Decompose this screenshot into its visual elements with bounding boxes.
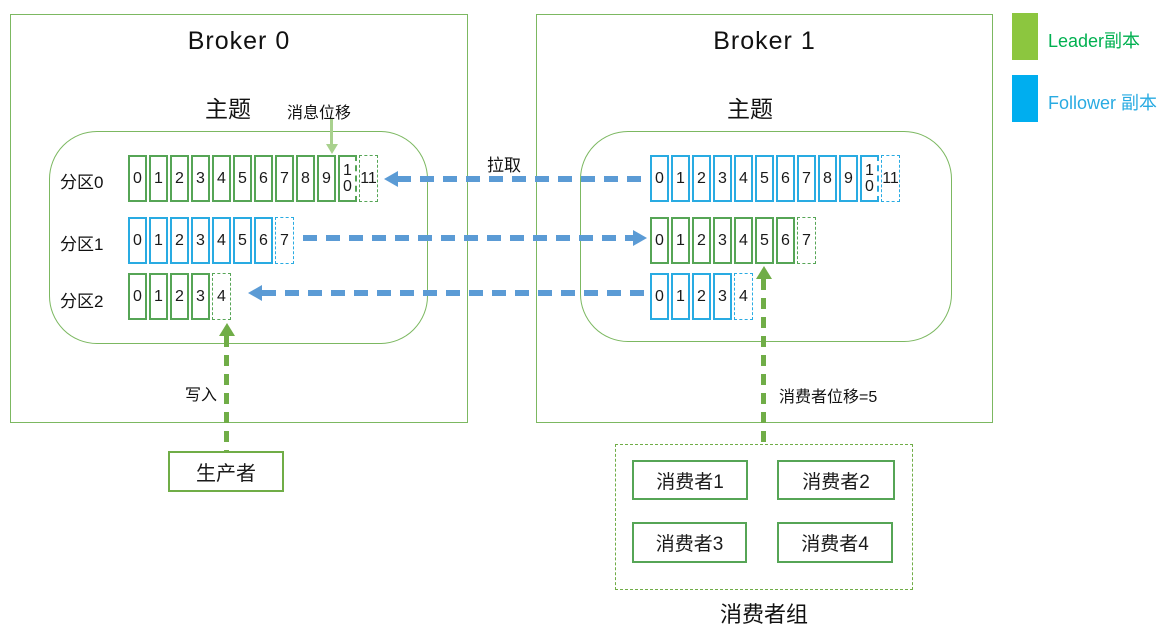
broker0-partition2-label: 分区2 — [60, 292, 104, 311]
offset-cell: 6 — [254, 155, 273, 202]
producer-label: 生产者 — [196, 463, 256, 485]
offset-cell: 1 — [671, 273, 690, 320]
message-offset-arrow-line — [330, 119, 333, 145]
write-arrow-head — [219, 323, 235, 336]
offset-cell: 5 — [233, 217, 252, 264]
offset-cell: 9 — [839, 155, 858, 202]
offset-cell: 1 — [149, 217, 168, 264]
offset-cell: 3 — [713, 155, 732, 202]
offset-cell: 5 — [755, 217, 774, 264]
offset-cell: 2 — [170, 273, 189, 320]
broker0-topic-label: 主题 — [205, 96, 251, 122]
broker1-topic-label: 主题 — [727, 96, 773, 122]
offset-cell: 4 — [734, 273, 753, 320]
offset-cell: 11 — [881, 155, 900, 202]
pull-arrow-partition2-line — [262, 290, 645, 296]
offset-cell: 9 — [317, 155, 336, 202]
offset-cell: 7 — [275, 155, 294, 202]
offset-cell: 4 — [212, 155, 231, 202]
pull-arrow-partition0-head — [384, 171, 398, 187]
offset-cell: 1 — [671, 217, 690, 264]
offset-cell: 2 — [170, 217, 189, 264]
consumer1-box: 消费者1 — [632, 460, 748, 500]
offset-cell: 0 — [128, 155, 147, 202]
offset-cell: 0 — [128, 217, 147, 264]
broker0-title: Broker 0 — [187, 27, 291, 55]
pull-arrow-partition1-head — [633, 230, 647, 246]
offset-cell: 4 — [734, 217, 753, 264]
offset-cell: 2 — [692, 273, 711, 320]
broker0-partition1-label: 分区1 — [60, 235, 104, 254]
offset-cell: 8 — [818, 155, 837, 202]
broker1-title: Broker 1 — [713, 27, 816, 55]
offset-cell: 3 — [713, 273, 732, 320]
offset-cell: 7 — [797, 155, 816, 202]
write-arrow-line — [224, 336, 229, 451]
offset-cell: 0 — [128, 273, 147, 320]
offset-cell: 10 — [338, 155, 357, 202]
offset-cell: 5 — [755, 155, 774, 202]
legend-follower-swatch — [1012, 75, 1038, 122]
legend-leader-swatch — [1012, 13, 1038, 60]
offset-cell: 8 — [296, 155, 315, 202]
write-label: 写入 — [185, 387, 218, 404]
offset-cell: 6 — [254, 217, 273, 264]
consumer2-box: 消费者2 — [777, 460, 895, 500]
pull-arrow-partition0-line — [397, 176, 648, 182]
legend-leader-label: Leader副本 — [1048, 31, 1141, 51]
offset-cell: 0 — [650, 217, 669, 264]
offset-cell: 3 — [191, 155, 210, 202]
offset-cell: 3 — [713, 217, 732, 264]
offset-cell: 3 — [191, 217, 210, 264]
pull-arrow-partition1-line — [303, 235, 633, 241]
offset-cell: 11 — [359, 155, 378, 202]
offset-cell: 0 — [650, 273, 669, 320]
offset-cell: 1 — [149, 273, 168, 320]
offset-cell: 4 — [734, 155, 753, 202]
offset-cell: 2 — [692, 155, 711, 202]
producer-box: 生产者 — [168, 451, 284, 492]
offset-cell: 10 — [860, 155, 879, 202]
consumer-offset-label: 消费者位移=5 — [779, 389, 878, 406]
consumer-offset-arrow-line — [761, 279, 766, 443]
consumer3-box: 消费者3 — [632, 522, 747, 563]
pull-arrow-partition2-head — [248, 285, 262, 301]
offset-cell: 4 — [212, 217, 231, 264]
offset-cell: 6 — [776, 155, 795, 202]
offset-cell: 1 — [671, 155, 690, 202]
consumer-group-label: 消费者组 — [719, 602, 808, 627]
offset-cell: 2 — [692, 217, 711, 264]
offset-cell: 3 — [191, 273, 210, 320]
offset-cell: 1 — [149, 155, 168, 202]
consumer4-box: 消费者4 — [777, 522, 893, 563]
offset-cell: 5 — [233, 155, 252, 202]
consumer-offset-arrow-head — [756, 266, 772, 279]
legend-follower-label: Follower 副本 — [1048, 93, 1158, 113]
offset-cell: 7 — [275, 217, 294, 264]
offset-cell: 7 — [797, 217, 816, 264]
broker0-partition0-label: 分区0 — [60, 173, 104, 192]
message-offset-label: 消息位移 — [287, 105, 352, 122]
offset-cell: 4 — [212, 273, 231, 320]
offset-cell: 6 — [776, 217, 795, 264]
message-offset-arrow-head — [326, 144, 338, 154]
offset-cell: 2 — [170, 155, 189, 202]
pull-label: 拉取 — [487, 156, 521, 175]
offset-cell: 0 — [650, 155, 669, 202]
